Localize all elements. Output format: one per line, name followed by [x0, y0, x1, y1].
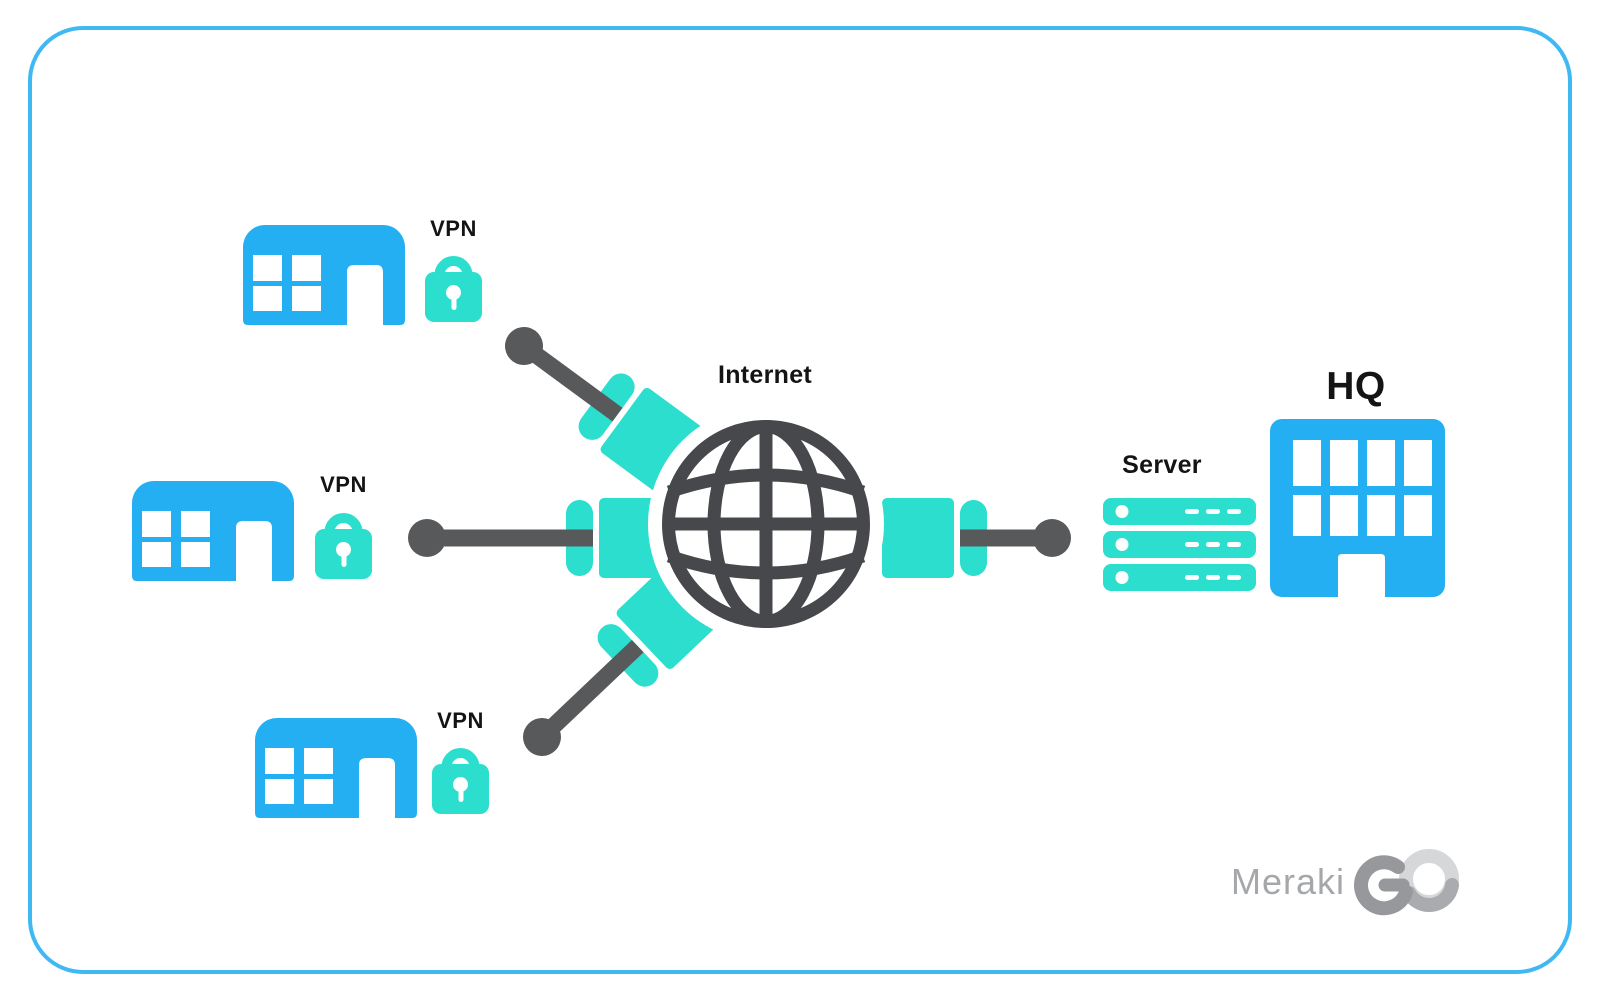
server-rack-unit [1103, 498, 1256, 525]
internet-label: Internet [717, 361, 813, 389]
connector-branch-bottom [523, 565, 720, 756]
hq-building-icon [1270, 419, 1445, 597]
vpn-label-bottom: VPN [437, 708, 484, 733]
internet-globe-icon [662, 420, 870, 628]
go-logo-icon [1354, 849, 1459, 916]
vpn-lock-middle-icon [315, 518, 372, 579]
connector-branch-top [505, 327, 703, 492]
server-rack-unit [1103, 564, 1256, 591]
branch-building-top-icon [243, 225, 405, 325]
vpn-lock-bottom-icon [432, 753, 489, 814]
connector-branch-middle [408, 498, 671, 578]
hq-label: HQ [1326, 365, 1386, 408]
cable-line [534, 639, 644, 745]
connector-hq-side [882, 498, 1071, 578]
cable-end-dot [408, 519, 446, 557]
cable-end-dot [523, 718, 561, 756]
server-stack-icon [1103, 498, 1256, 591]
server-label: Server [1122, 451, 1202, 479]
vpn-label-middle: VPN [320, 472, 367, 497]
cable-line [960, 529, 1054, 547]
branch-building-middle-icon [132, 481, 294, 581]
branch-building-bottom-icon [255, 718, 417, 818]
vpn-label-top: VPN [430, 216, 477, 241]
rounded-border-frame [28, 26, 1572, 974]
cable-line [517, 337, 623, 422]
plug-body [616, 565, 720, 669]
meraki-wordmark: Meraki [1231, 861, 1346, 902]
cable-line [425, 529, 593, 547]
cable-end-dot [1033, 519, 1071, 557]
plug-body [882, 498, 954, 578]
vpn-lock-top-icon [425, 261, 482, 322]
server-rack-unit [1103, 531, 1256, 558]
cable-end-dot [505, 327, 543, 365]
